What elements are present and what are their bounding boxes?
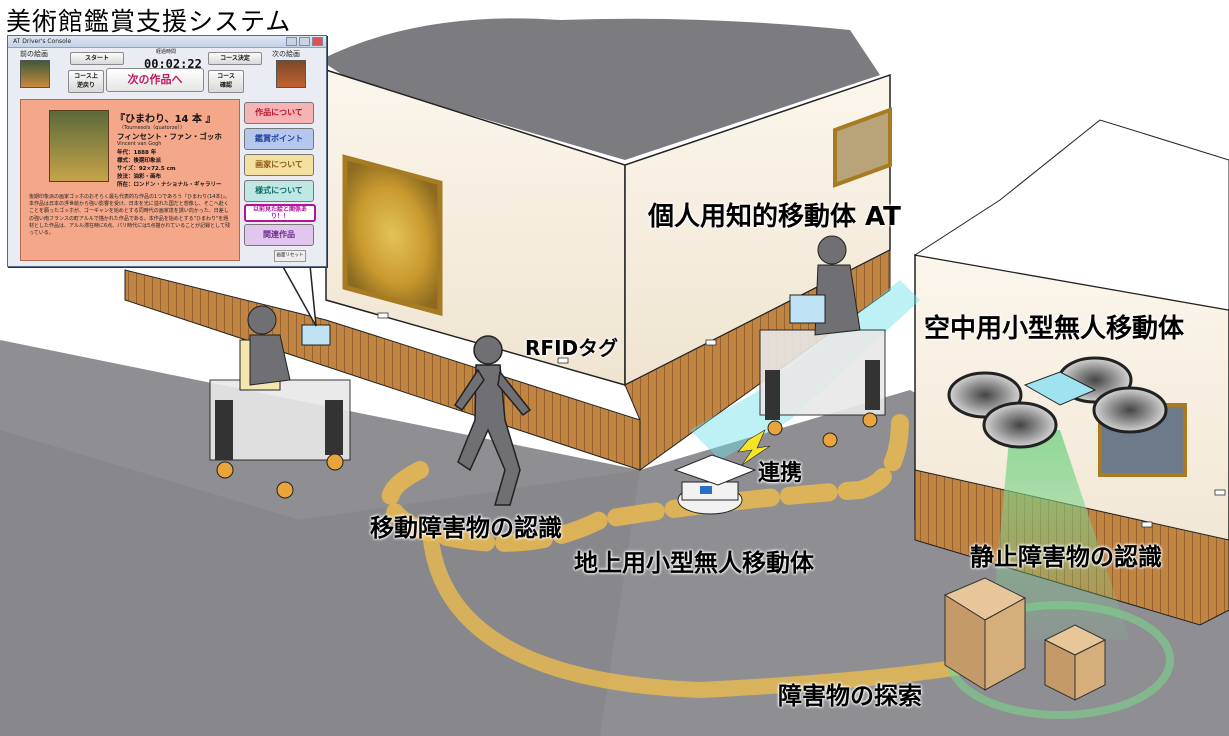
label-aerial-drone: 空中用小型無人移動体 (924, 308, 1184, 345)
driver-console-window: AT Driver's Console 前の絵画 スタート 経過時間 00:02… (7, 35, 327, 267)
prev-painting-thumbnail[interactable] (20, 60, 50, 88)
course-confirm-button[interactable]: コース 確認 (208, 70, 244, 93)
label-personal-mobility-at: 個人用知的移動体 AT (648, 196, 901, 233)
console-title: AT Driver's Console (13, 38, 71, 45)
artist-name-en: Vincent van Gogh (117, 141, 161, 147)
artwork-info-panel: 『ひまわり、14 本 』 （Tournesols（quatorze）） フィンセ… (20, 99, 240, 261)
label-static-obstacle: 静止障害物の認識 (970, 537, 1162, 572)
prev-painting-label: 前の絵画 (20, 49, 48, 59)
artwork-title: 『ひまわり、14 本 』 (115, 110, 215, 125)
about-artwork-button[interactable]: 作品について (244, 102, 314, 124)
minimize-icon[interactable] (286, 37, 297, 46)
console-titlebar: AT Driver's Console (8, 36, 326, 48)
course-back-button[interactable]: コース上 逆戻り (68, 70, 104, 93)
label-moving-obstacle: 移動障害物の認識 (370, 508, 562, 543)
screen-reset-button[interactable]: 画面リセット (274, 250, 306, 262)
about-artist-button[interactable]: 画家について (244, 154, 314, 176)
next-painting-label: 次の絵画 (272, 49, 300, 59)
artwork-year: 年代：1888 年 (117, 148, 156, 156)
artwork-location: 所在：ロンドン・ナショナル・ギャラリー (117, 180, 222, 188)
cardboard-box-small (1045, 625, 1105, 700)
label-obstacle-search: 障害物の探索 (778, 676, 922, 711)
painting-sunflowers (345, 157, 440, 312)
artwork-title-en: （Tournesols（quatorze）） (119, 124, 185, 131)
course-decide-button[interactable]: コース決定 (208, 52, 262, 65)
maximize-icon[interactable] (299, 37, 310, 46)
artwork-technique: 技法：油彩・画布 (117, 172, 161, 180)
start-button[interactable]: スタート (70, 52, 124, 65)
next-artwork-button[interactable]: 次の作品へ (106, 68, 204, 92)
artwork-size: サイズ：92×72.5 cm (117, 164, 176, 172)
system-title: 美術館鑑賞支援システム (6, 2, 291, 38)
about-style-button[interactable]: 様式について (244, 180, 314, 202)
label-rfid-tag: RFIDタグ (525, 332, 618, 361)
window-controls (286, 37, 323, 46)
related-previous-alert[interactable]: 以前見た絵と関係あり！！ (244, 204, 316, 222)
artwork-image (49, 110, 109, 182)
viewing-points-button[interactable]: 鑑賞ポイント (244, 128, 314, 150)
label-link: 連携 (758, 455, 802, 487)
artwork-style: 様式：後期印象派 (117, 156, 161, 164)
close-icon[interactable] (312, 37, 323, 46)
label-ground-robot: 地上用小型無人移動体 (574, 543, 814, 578)
related-works-button[interactable]: 関連作品 (244, 224, 314, 246)
artwork-description: 後期印象派の画家ゴッホのおそらく最も代表的な作品の1つであろう『ひまわり(14本… (29, 194, 233, 237)
next-painting-thumbnail[interactable] (276, 60, 306, 88)
elapsed-time-label: 経過時間 (156, 48, 176, 55)
